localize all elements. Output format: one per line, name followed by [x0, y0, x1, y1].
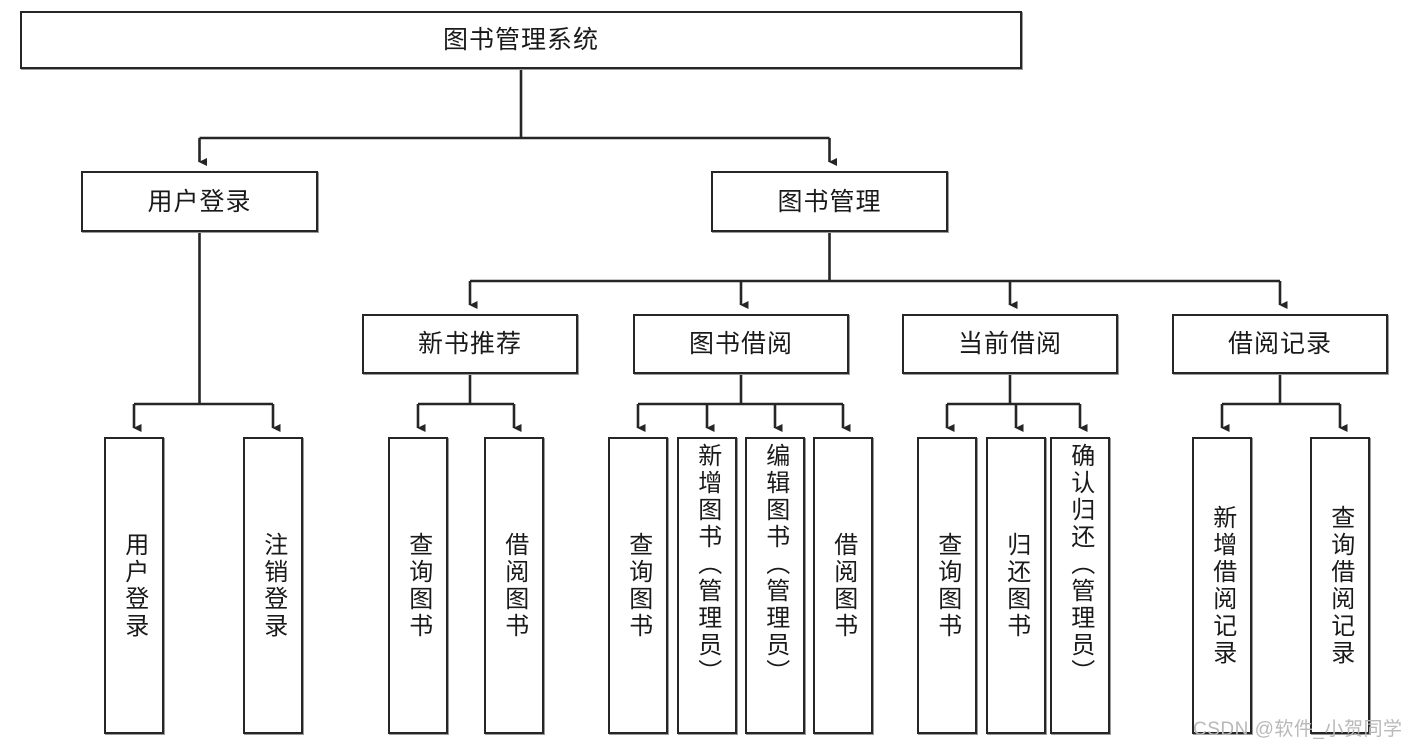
node-root[interactable]: 图书管理系统 [20, 11, 1022, 69]
node-leaf-0[interactable]: 用户登录 [104, 437, 164, 734]
node-label: 图书借阅 [688, 330, 793, 358]
watermark-label: CSDN @软件_小贺同学 [1193, 719, 1403, 740]
node-label: 借阅记录 [1227, 330, 1332, 358]
node-label: 查询借阅记录 [1326, 504, 1354, 667]
node-label: 确认归还（管理员） [1066, 443, 1094, 686]
node-label: 新增借阅记录 [1208, 504, 1236, 667]
node-leaf-8[interactable]: 查询图书 [917, 437, 977, 734]
node-label: 借阅图书 [500, 531, 528, 640]
node-l3-3[interactable]: 借阅记录 [1172, 314, 1388, 374]
node-label: 注销登录 [259, 531, 287, 640]
node-label: 编辑图书（管理员） [761, 443, 789, 686]
node-label: 借阅图书 [829, 531, 857, 640]
node-l2-0[interactable]: 用户登录 [81, 171, 318, 232]
node-l3-1[interactable]: 图书借阅 [633, 314, 849, 374]
node-leaf-7[interactable]: 借阅图书 [813, 437, 873, 734]
node-label: 查询图书 [404, 531, 432, 640]
node-label: 用户登录 [120, 531, 148, 640]
node-l3-0[interactable]: 新书推荐 [362, 314, 578, 374]
node-leaf-5[interactable]: 新增图书（管理员） [677, 437, 737, 734]
node-label: 新增图书（管理员） [693, 443, 721, 686]
node-leaf-6[interactable]: 编辑图书（管理员） [745, 437, 805, 734]
node-l3-2[interactable]: 当前借阅 [902, 314, 1118, 374]
node-leaf-10[interactable]: 确认归还（管理员） [1050, 437, 1110, 734]
node-label: 用户登录 [147, 187, 252, 216]
node-leaf-2[interactable]: 查询图书 [388, 437, 448, 734]
node-leaf-11[interactable]: 新增借阅记录 [1192, 437, 1252, 734]
node-label: 查询图书 [933, 531, 961, 640]
node-label: 新书推荐 [417, 330, 522, 358]
node-label: 图书管理 [777, 187, 882, 216]
node-leaf-4[interactable]: 查询图书 [608, 437, 668, 734]
node-l2-1[interactable]: 图书管理 [711, 171, 948, 232]
node-leaf-12[interactable]: 查询借阅记录 [1310, 437, 1370, 734]
node-label: 当前借阅 [957, 330, 1062, 358]
edge-group [132, 69, 1348, 433]
node-label: 图书管理系统 [442, 26, 599, 54]
node-leaf-3[interactable]: 借阅图书 [484, 437, 544, 734]
node-leaf-1[interactable]: 注销登录 [243, 437, 303, 734]
node-label: 查询图书 [624, 531, 652, 640]
node-leaf-9[interactable]: 归还图书 [986, 437, 1046, 734]
node-label: 归还图书 [1002, 531, 1030, 640]
